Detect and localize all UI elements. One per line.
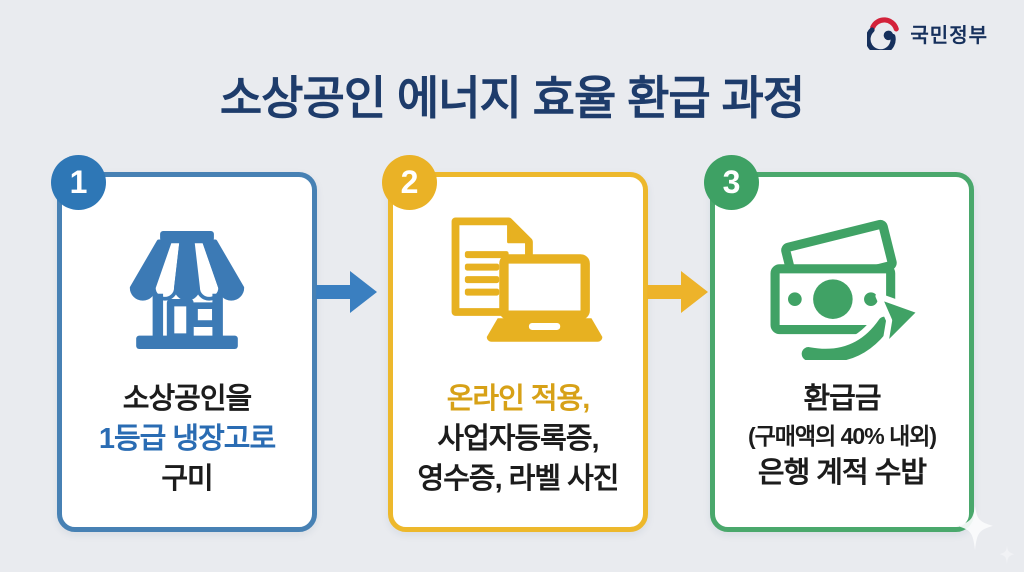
government-logo: 국민정부 — [867, 16, 988, 50]
arrow-right-icon — [647, 271, 708, 313]
step-1-text: 소상공인을 1등급 냉장고로 구미 — [62, 379, 312, 499]
step-card-1: 1 소상공인을 1등급 냉장고로 — [51, 155, 317, 532]
step-line: 은행 계적 수밥 — [757, 457, 927, 489]
step-line: (구매액의 40% 내외) — [747, 423, 937, 449]
step-line: 소상공인을 — [122, 383, 252, 415]
step-line: 1등급 냉장고로 — [98, 423, 276, 455]
sparkle-icon — [957, 506, 993, 550]
step-number-badge-2: 2 — [382, 155, 437, 210]
step-3-text: 환급금 (구매액의 40% 내외) 은행 계적 수밥 — [715, 379, 969, 493]
step-line: 환급금 — [803, 383, 881, 415]
money-arrow-icon — [770, 219, 925, 360]
taegeuk-icon — [867, 17, 900, 50]
step-1-icon-area — [62, 177, 312, 369]
step-line: 온라인 적용, — [446, 383, 591, 415]
logo-text: 국민정부 — [910, 24, 988, 47]
step-number-badge-1: 1 — [51, 155, 106, 210]
sparkle-icon — [999, 546, 1015, 564]
step-2-text: 온라인 적용, 사업자등록증, 영수증, 라벨 사진 — [393, 379, 643, 499]
step-line: 영수증, 라벨 사진 — [417, 463, 620, 495]
page-title: 소상공인 에너지 효율 환급 과정 — [219, 72, 805, 124]
step-line: 사업자등록증, — [437, 423, 599, 455]
step-number-badge-3: 3 — [704, 155, 759, 210]
step-2-icon-area — [393, 177, 643, 369]
documents-laptop-icon — [451, 217, 603, 342]
step-3-icon-area — [715, 177, 969, 369]
arrow-right-icon — [316, 271, 377, 313]
step-card-2: 2 온라인 적용, 사업 — [382, 155, 648, 532]
step-card-3: 3 환급금 (구매액의 40% 내외) 은행 계적 수밥 — [704, 155, 974, 532]
step-line: 구미 — [161, 463, 213, 495]
storefront-icon — [129, 230, 245, 350]
